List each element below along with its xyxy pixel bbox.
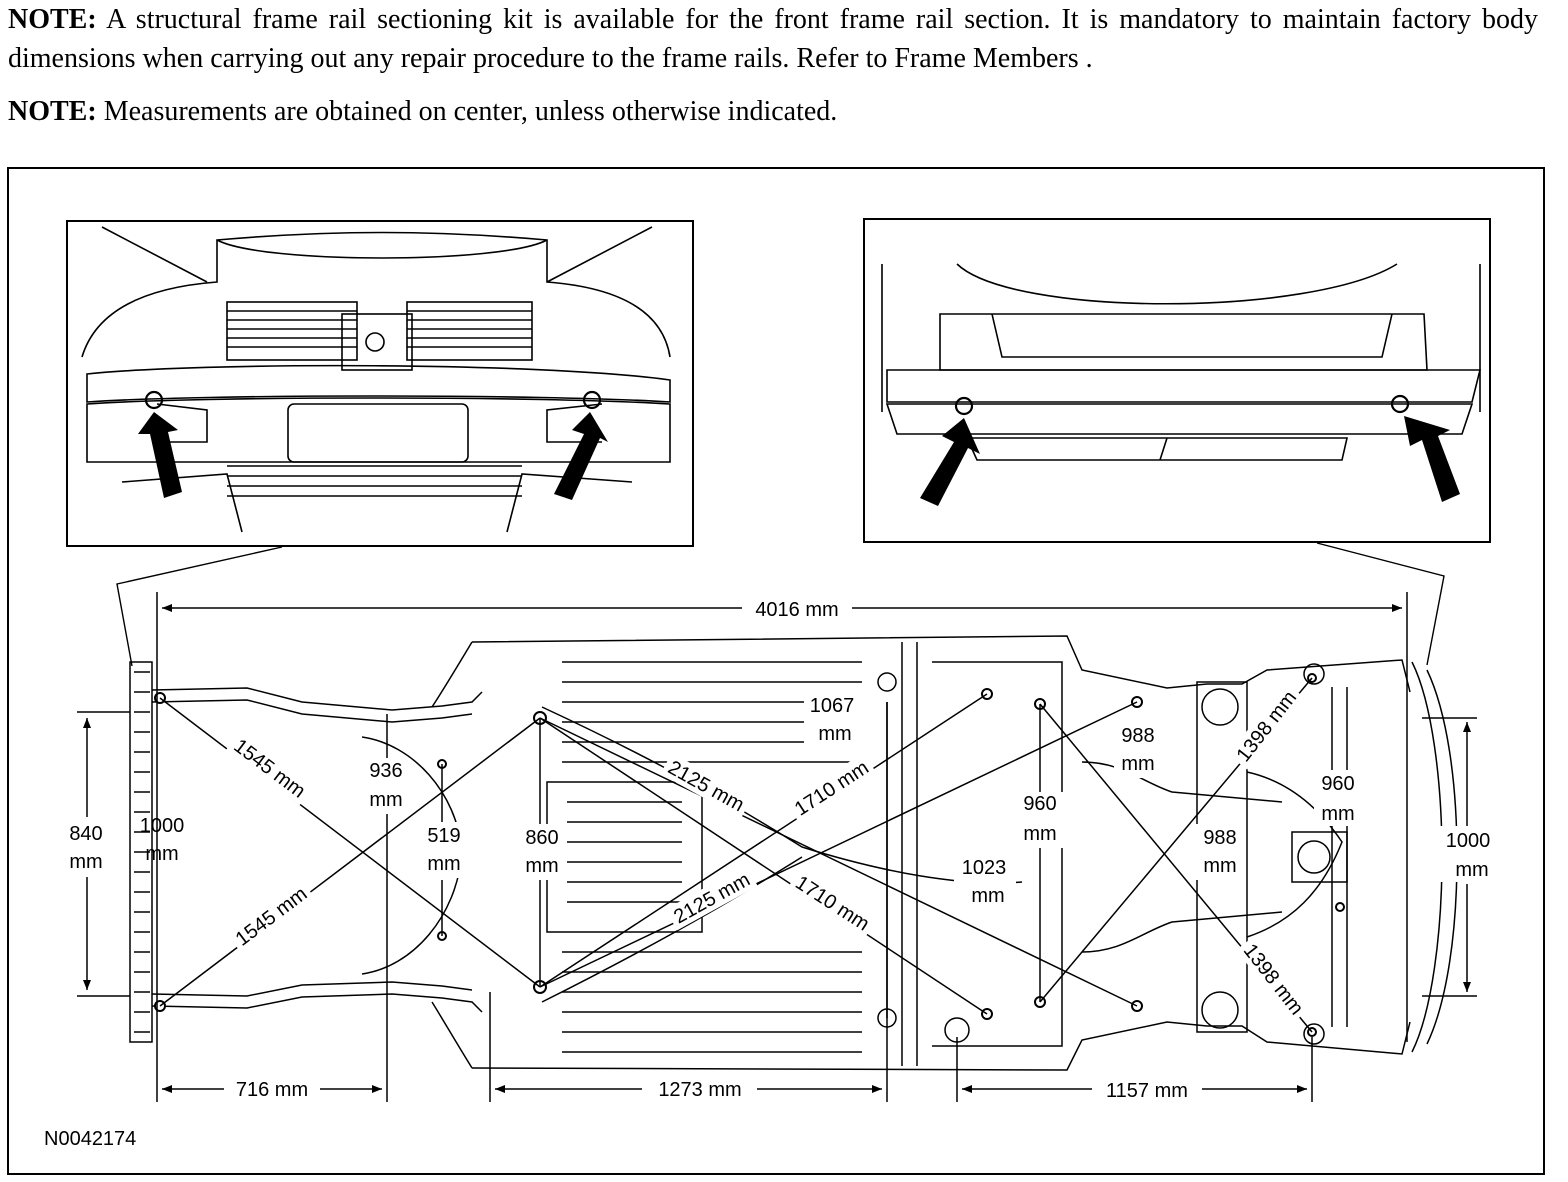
dim-front-diagonal-b: 1545 mm bbox=[232, 883, 312, 951]
dim-diagonal-1710-b: 1710 mm bbox=[791, 872, 873, 936]
underbody-diagram: 4016 mm 1545 mm 1545 mm 840 mm 1000 mm 9… bbox=[44, 218, 1498, 1150]
dim-1023-unit: mm bbox=[971, 885, 1004, 907]
dim-519-unit: mm bbox=[427, 853, 460, 875]
note-measurements: NOTE: Measurements are obtained on cente… bbox=[8, 92, 1538, 131]
inset-callout-lines bbox=[116, 542, 1445, 667]
note-text: Measurements are obtained on center, unl… bbox=[96, 96, 838, 127]
dim-936-unit: mm bbox=[369, 789, 402, 811]
dim-front-width-1000-unit: mm bbox=[145, 843, 178, 865]
dim-960-rear-value: 960 bbox=[1321, 773, 1354, 795]
rear-subframe-left bbox=[1196, 681, 1248, 1033]
dim-front-width-840-unit: mm bbox=[69, 851, 102, 873]
dim-rear-width-1000-value: 1000 bbox=[1446, 830, 1491, 852]
front-frame-rail-left bbox=[151, 687, 483, 711]
dim-1067-unit: mm bbox=[818, 723, 851, 745]
dim-1023-value: 1023 bbox=[962, 857, 1007, 879]
body-outline-bottom bbox=[471, 1021, 1411, 1071]
underbody-diagram-frame: 4016 mm 1545 mm 1545 mm 840 mm 1000 mm 9… bbox=[7, 167, 1545, 1175]
rear-locator-arrows bbox=[920, 416, 1460, 506]
dim-960-mid-unit: mm bbox=[1023, 823, 1056, 845]
notes-section: NOTE: A structural frame rail sectioning… bbox=[8, 0, 1538, 131]
rear-bumper-inset bbox=[863, 218, 1491, 543]
dim-diagonal-2125-b: 2125 mm bbox=[670, 869, 754, 929]
front-bumper-inset bbox=[66, 220, 694, 547]
figure-id: N0042174 bbox=[44, 1128, 136, 1150]
dim-1273: 1273 mm bbox=[658, 1079, 741, 1101]
dim-860-value: 860 bbox=[525, 827, 558, 849]
dim-diagonal-2125-a: 2125 mm bbox=[664, 757, 748, 817]
note-label: NOTE: bbox=[8, 4, 97, 35]
dim-diagonal-1398-a: 1398 mm bbox=[1233, 687, 1302, 766]
dim-860-unit: mm bbox=[525, 855, 558, 877]
dim-936-value: 936 bbox=[369, 760, 402, 782]
dim-1067-value: 1067 bbox=[810, 695, 855, 717]
dim-front-width-840-value: 840 bbox=[69, 823, 102, 845]
vehicle-underbody bbox=[129, 635, 1458, 1071]
front-locator-arrows bbox=[138, 412, 608, 500]
dim-988-mid-value: 988 bbox=[1203, 827, 1236, 849]
note-label: NOTE: bbox=[8, 96, 97, 127]
rear-differential bbox=[1291, 831, 1348, 883]
dim-1157: 1157 mm bbox=[1106, 1080, 1188, 1102]
dim-diagonal-1710-a: 1710 mm bbox=[791, 757, 873, 821]
dim-rear-width-1000-unit: mm bbox=[1455, 859, 1488, 881]
body-outline-top bbox=[471, 635, 1411, 693]
note-text: A structural frame rail sectioning kit i… bbox=[8, 4, 1538, 74]
dim-960-rear-unit: mm bbox=[1321, 803, 1354, 825]
front-bumper-beam bbox=[129, 661, 153, 1043]
dimension-lines bbox=[77, 592, 1477, 1102]
dim-overall-length: 4016 mm bbox=[755, 599, 838, 621]
dim-front-width-1000-value: 1000 bbox=[140, 815, 185, 837]
rear-bumper bbox=[1411, 661, 1443, 1053]
dim-988-mid-unit: mm bbox=[1203, 855, 1236, 877]
note-frame-rail-kit: NOTE: A structural frame rail sectioning… bbox=[8, 0, 1538, 78]
dim-diagonal-1398-b: 1398 mm bbox=[1239, 940, 1308, 1019]
dim-front-diagonal-a: 1545 mm bbox=[229, 735, 309, 803]
dim-716: 716 mm bbox=[236, 1079, 308, 1101]
dim-960-mid-value: 960 bbox=[1023, 793, 1056, 815]
dim-988-top-value: 988 bbox=[1121, 725, 1154, 747]
dimension-labels: 4016 mm 1545 mm 1545 mm 840 mm 1000 mm 9… bbox=[62, 596, 1498, 1102]
dim-988-top-unit: mm bbox=[1121, 753, 1154, 775]
dim-519-value: 519 bbox=[427, 825, 460, 847]
front-frame-rail-right bbox=[151, 993, 483, 1013]
